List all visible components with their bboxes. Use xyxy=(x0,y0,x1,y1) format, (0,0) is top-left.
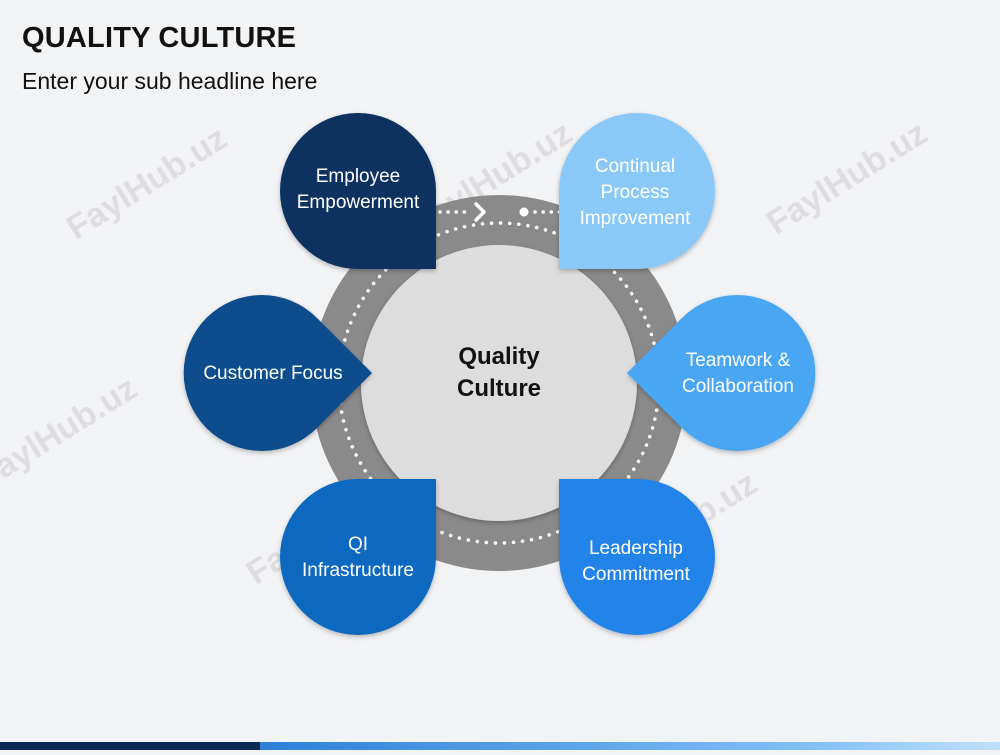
top-arrow xyxy=(438,202,562,222)
center-label: Quality Culture xyxy=(457,343,541,402)
page-subtitle: Enter your sub headline here xyxy=(22,68,318,94)
label-qi-infrastructure: QI Infrastructure xyxy=(302,534,414,581)
petal-employee-empowerment xyxy=(280,113,436,269)
petal-qi-infrastructure xyxy=(280,479,436,635)
center-circle xyxy=(361,245,637,521)
label-customer-focus: Customer Focus xyxy=(203,363,343,384)
petal-leadership-commitment xyxy=(559,479,715,635)
petal-teamwork-collaboration xyxy=(627,295,816,451)
footer-bar xyxy=(0,742,1000,750)
page-title: QUALITY CULTURE xyxy=(22,22,297,54)
petal-customer-focus xyxy=(183,295,372,451)
petal-continual-process-improvement xyxy=(559,113,715,269)
label-teamwork-collaboration: Teamwork & Collaboration xyxy=(682,350,794,397)
label-continual-process-improvement: Continual Process Improvement xyxy=(579,155,691,229)
label-employee-empowerment: Employee Empowerment xyxy=(296,166,420,213)
label-leadership-commitment: Leadership Commitment xyxy=(582,538,690,585)
